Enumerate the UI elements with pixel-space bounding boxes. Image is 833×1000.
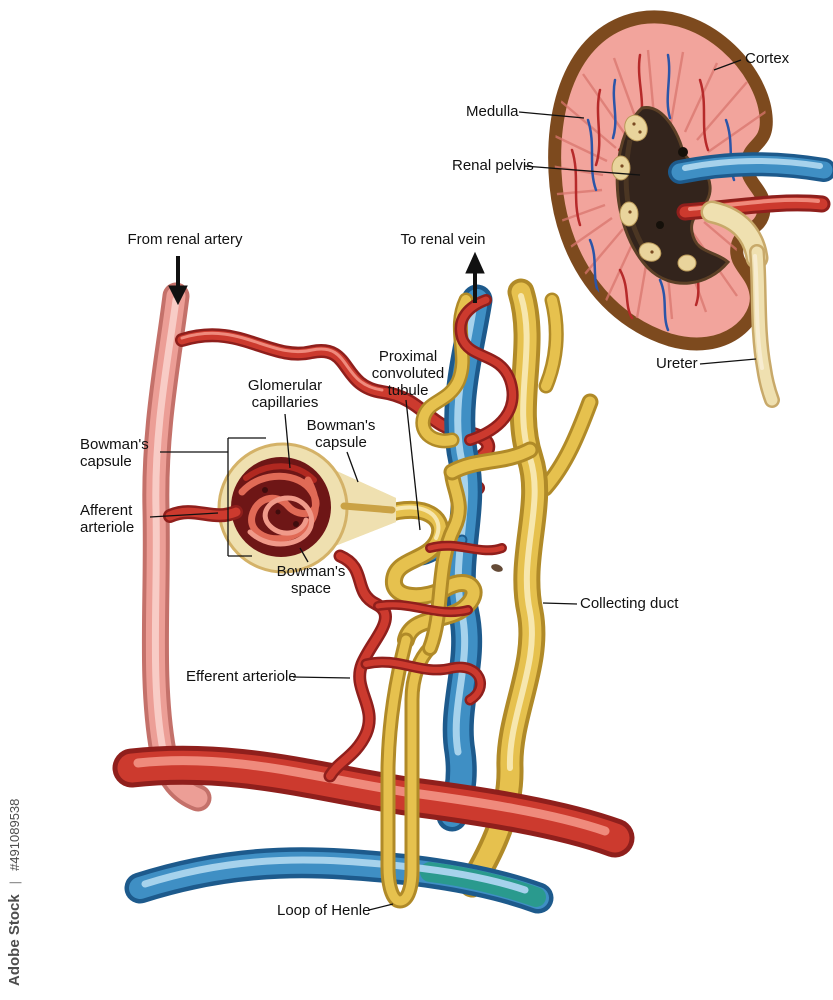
distal-tubule: [422, 441, 539, 656]
kidney-illustration: [548, 10, 833, 408]
ureter-tube: [700, 200, 780, 408]
watermark-brand: Adobe Stock: [6, 894, 23, 986]
capillary-loop-over-vein: [454, 294, 519, 446]
efferent-arteriole-tube: [323, 540, 507, 783]
leader-lines: [149, 59, 757, 911]
nephron-illustration: [112, 251, 635, 914]
watermark-separator: |: [7, 880, 22, 885]
adobe-stock-watermark: Adobe Stock | #491089538: [6, 799, 23, 986]
loop-of-henle-tube: [380, 632, 438, 909]
pelvis-streak: [623, 139, 648, 252]
renal-artery-vessel: [141, 282, 212, 812]
glomerulus: [231, 457, 331, 557]
down-arrow-icon: [168, 256, 188, 306]
kidney-calyces: [611, 114, 697, 272]
up-arrow-icon: [465, 251, 485, 303]
bowmans-capsule-bracket: [160, 437, 266, 557]
kidney-renal-vein-tube: [668, 152, 833, 184]
watermark-id: #491089538: [7, 798, 22, 871]
bottom-vein-vessel: [124, 847, 554, 914]
